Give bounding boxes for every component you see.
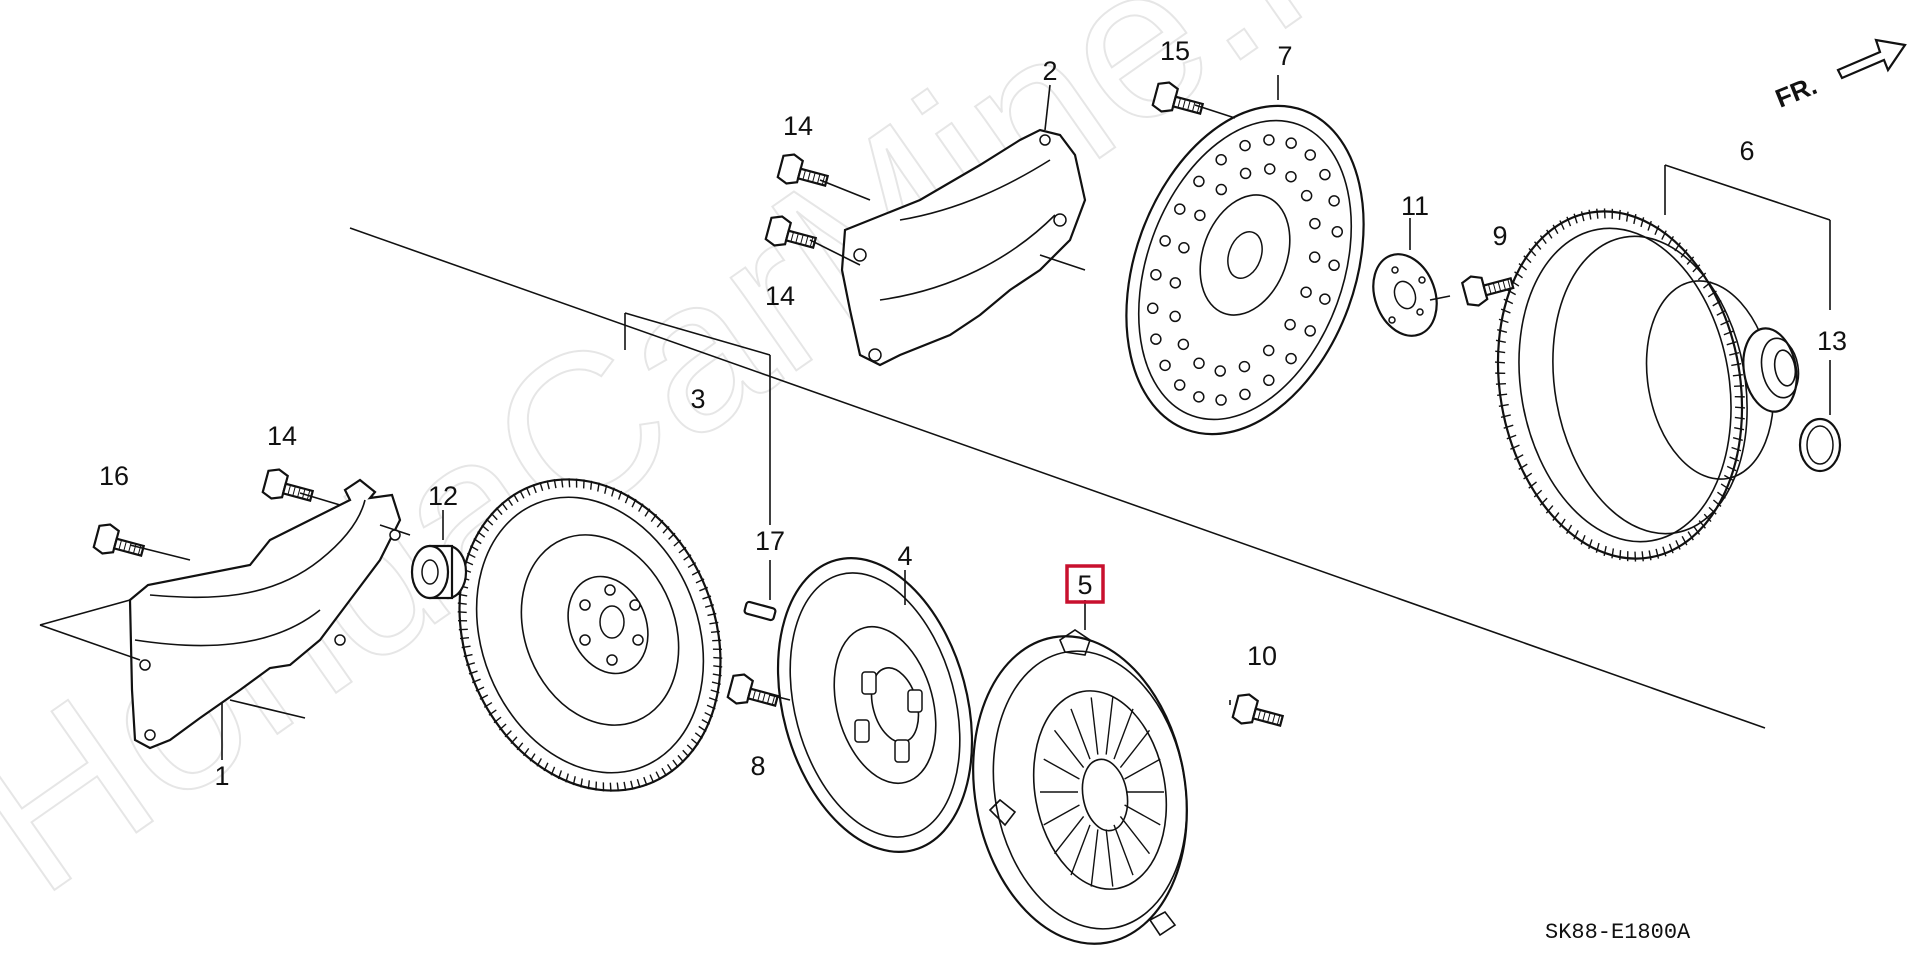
bolt-16-icon[interactable]: [92, 522, 147, 563]
callout-10[interactable]: 10: [1247, 641, 1277, 671]
lower-dust-cover-part[interactable]: [39, 478, 411, 760]
clutch-disc-part[interactable]: [747, 536, 1002, 873]
callout-15[interactable]: 15: [1160, 36, 1190, 66]
callout-5[interactable]: 5: [1077, 570, 1092, 600]
drive-plate-part[interactable]: [1083, 73, 1406, 468]
callout-14-lower[interactable]: 14: [267, 421, 297, 451]
bolt-10-icon[interactable]: [1231, 692, 1286, 733]
diagram-code: SK88-E1800A: [1545, 920, 1691, 945]
callout-12[interactable]: 12: [428, 481, 458, 511]
callout-8[interactable]: 8: [750, 751, 765, 781]
callout-4[interactable]: 4: [897, 541, 912, 571]
o-ring-part[interactable]: [1798, 360, 1842, 473]
front-direction-arrow-icon: FR.: [1771, 38, 1907, 114]
flywheel-part[interactable]: [414, 312, 771, 830]
selected-part-highlight: [1065, 564, 1105, 604]
bolt-14-middle-icon[interactable]: [764, 214, 819, 255]
bolt-9-icon[interactable]: [1460, 267, 1515, 308]
callout-7[interactable]: 7: [1277, 41, 1292, 71]
callout-2[interactable]: 2: [1042, 56, 1057, 86]
callout-14-upper[interactable]: 14: [783, 111, 813, 141]
upper-dust-cover-part[interactable]: [840, 84, 1087, 367]
callout-9[interactable]: 9: [1492, 221, 1507, 251]
pilot-bearing-part[interactable]: [410, 510, 468, 600]
callout-13[interactable]: 13: [1817, 326, 1847, 356]
callout-3[interactable]: 3: [690, 384, 705, 414]
callout-11[interactable]: 11: [1401, 191, 1429, 221]
bolt-14-lower-icon[interactable]: [261, 467, 316, 508]
bolt-15-icon[interactable]: [1151, 80, 1206, 121]
bolt-14-upper-icon[interactable]: [776, 152, 831, 193]
callout-14-middle[interactable]: 14: [765, 281, 795, 311]
torque-converter-part[interactable]: [1471, 164, 1831, 578]
callout-6[interactable]: 6: [1739, 136, 1754, 166]
bolt-8-icon[interactable]: [726, 672, 781, 713]
pressure-plate-part[interactable]: [950, 600, 1211, 959]
washer-plate-part[interactable]: [1362, 218, 1447, 345]
callout-16[interactable]: 16: [99, 461, 129, 491]
callout-17[interactable]: 17: [755, 526, 785, 556]
callout-1[interactable]: 1: [214, 761, 229, 791]
divider-line: [349, 227, 1766, 729]
dowel-pin-part[interactable]: [743, 560, 777, 622]
front-direction-label: FR.: [1771, 70, 1821, 114]
